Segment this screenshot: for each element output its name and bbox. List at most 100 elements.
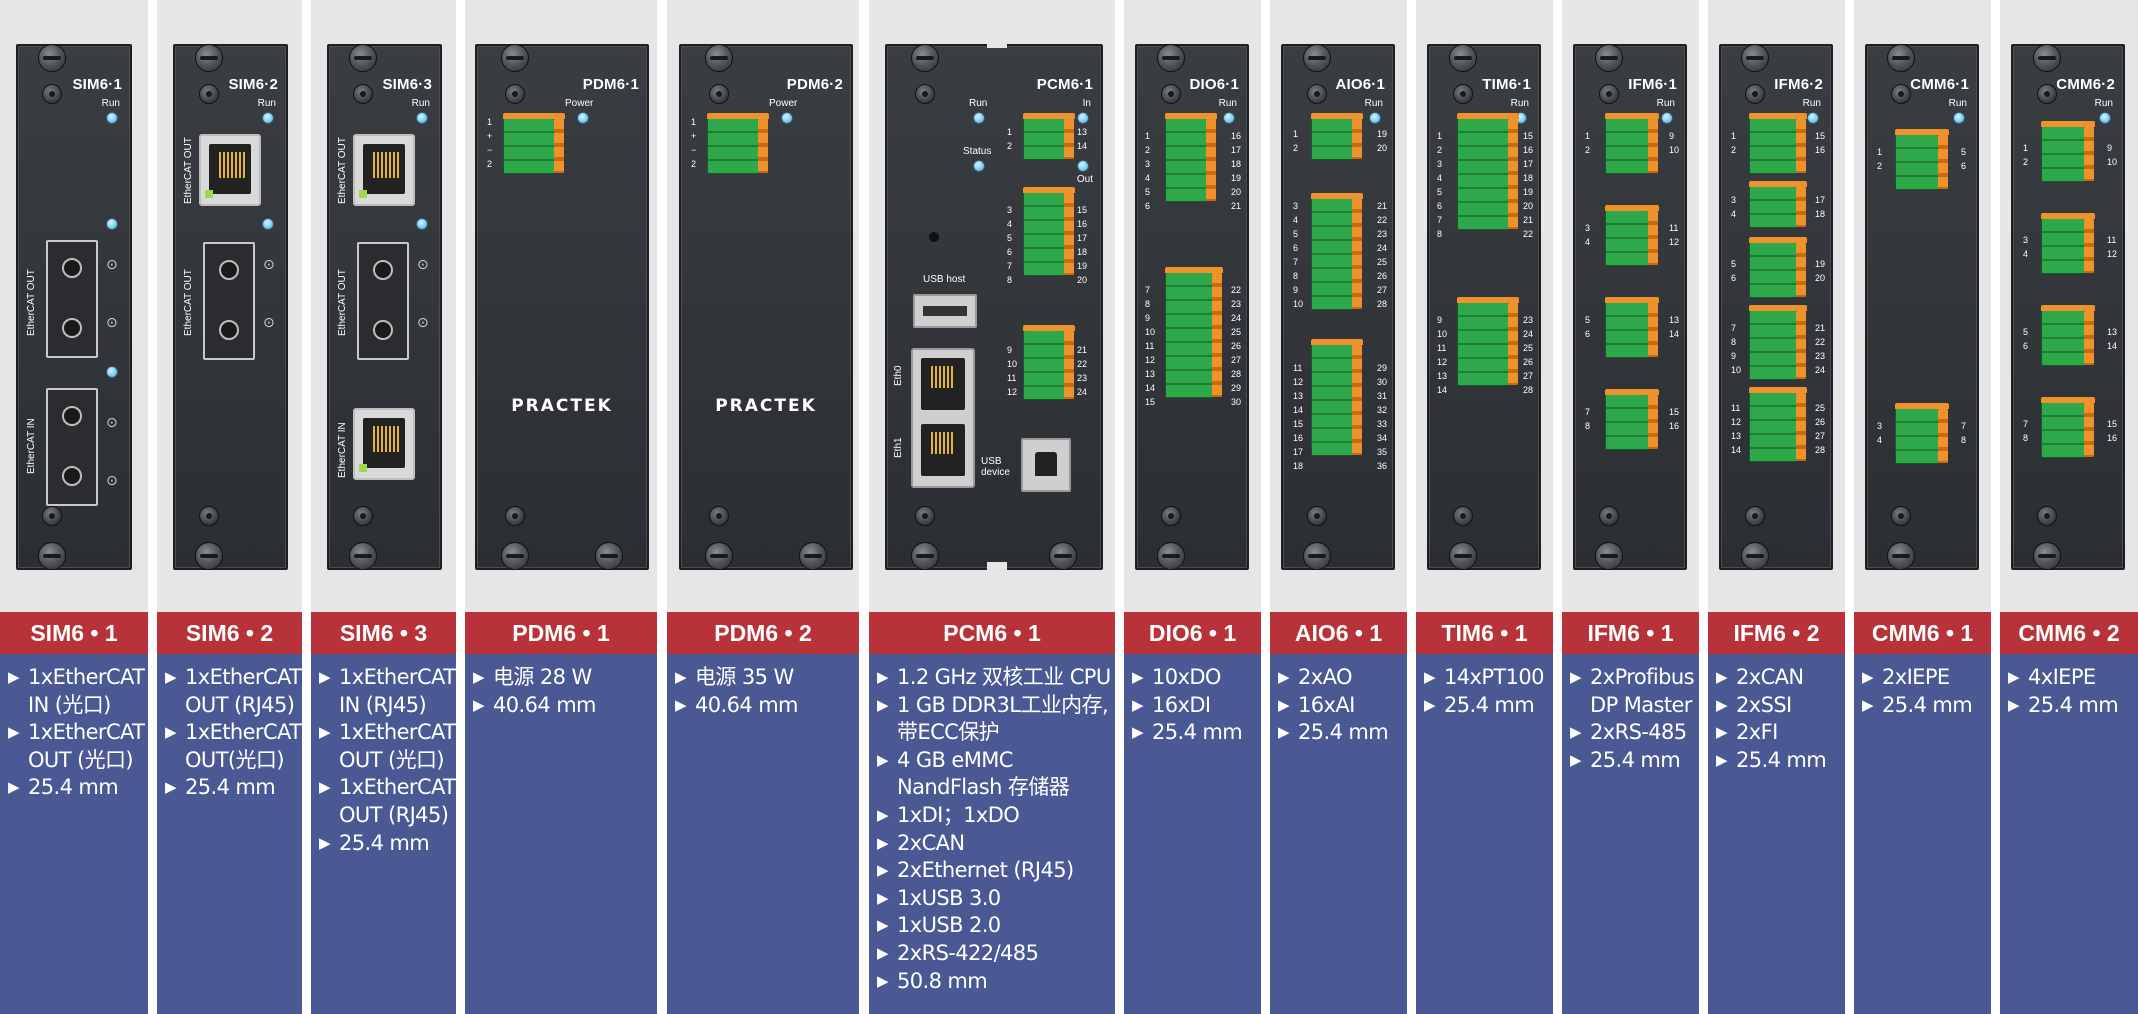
pin-label: 7 [1293, 257, 1299, 267]
rj45-port-icon [353, 134, 415, 206]
terminal-cap [1749, 237, 1807, 243]
module-spec-list: 电源 35 W40.64 mm [667, 654, 859, 1014]
run-led-icon [1223, 112, 1235, 124]
module-title: PDM6 • 1 [465, 612, 657, 654]
pin-label: 18 [1815, 209, 1826, 219]
pin-label: 1 [1585, 131, 1591, 141]
pin-label: 3 [1585, 223, 1591, 233]
pin-label: 26 [1523, 357, 1534, 367]
usb-device-port-icon[interactable] [1021, 438, 1071, 492]
power-pin-label: + [691, 131, 697, 141]
spec-item: 25.4 mm [165, 774, 302, 802]
pin-label: 32 [1377, 405, 1388, 415]
pin-label: 6 [1293, 243, 1299, 253]
nut-icon [1891, 506, 1911, 526]
screw-icon [911, 44, 939, 72]
pin-label: 9 [1293, 285, 1299, 295]
terminal-cap [1749, 387, 1807, 393]
pin-label: 6 [1961, 161, 1967, 171]
nut-icon [1307, 84, 1327, 104]
pin-label: 1 [1731, 131, 1737, 141]
fiber-hole [373, 320, 393, 340]
spec-item: 2xRS-485 [1570, 719, 1699, 747]
pin-label: 8 [1293, 271, 1299, 281]
power-pin-label: 2 [487, 159, 493, 169]
pin-label: 12 [1731, 417, 1742, 427]
status-led-icon [973, 160, 985, 172]
pin-label: 10 [1437, 329, 1448, 339]
spec-item: 40.64 mm [473, 692, 657, 720]
pin-label: 25 [1523, 343, 1534, 353]
pin-label: 16 [2107, 433, 2118, 443]
pin-label: 18 [1231, 159, 1242, 169]
pin-label: 4 [2023, 249, 2029, 259]
panel-title: AIO6·1 [1335, 76, 1385, 93]
terminal-cap [503, 113, 565, 119]
eth0-label: Eth0 [893, 365, 904, 386]
pin-label: 4 [1731, 209, 1737, 219]
usb-device-label: USB device [981, 456, 1010, 478]
panel-title: IFM6·2 [1774, 76, 1823, 93]
screw-icon [1741, 542, 1769, 570]
pin-label: 3 [2023, 235, 2029, 245]
screw-icon [1157, 44, 1185, 72]
pin-label: 12 [1145, 355, 1156, 365]
run-label: Run [1656, 98, 1675, 109]
power-pin-label: − [691, 145, 697, 155]
pin-label: 17 [1293, 447, 1304, 457]
module-spec-list: 1.2 GHz 双核工业 CPU1 GB DDR3L工业内存, 带ECC保护4 … [869, 654, 1115, 1014]
run-led-icon [973, 112, 985, 124]
power-pin-label: 2 [691, 159, 697, 169]
pin-label: 30 [1231, 397, 1242, 407]
spec-item: 1xEtherCAT OUT (光口) [319, 719, 456, 774]
module-title: IFM6 • 1 [1562, 612, 1699, 654]
fiber-hole [373, 260, 393, 280]
ethercat-out-label: EtherCAT OUT [337, 137, 348, 204]
nut-icon [1453, 506, 1473, 526]
module-spec-list: 1xEtherCAT IN (光口)1xEtherCAT OUT (光口)25.… [0, 654, 148, 1014]
ethernet-socket [921, 358, 965, 410]
terminal-block-icon [1749, 387, 1807, 462]
nut-icon [199, 84, 219, 104]
pin-label: 16 [1293, 433, 1304, 443]
ethernet-port-icon[interactable] [911, 348, 975, 488]
usb-host-port-icon[interactable] [913, 294, 977, 328]
module-title: SIM6 • 3 [311, 612, 456, 654]
fiber-port-icon [357, 242, 409, 360]
terminal-cap [1023, 187, 1075, 193]
pin-label: 10 [1669, 145, 1680, 155]
terminal-cap [1605, 205, 1659, 211]
pin-label: 20 [1077, 275, 1088, 285]
module-spec-list: 14xPT10025.4 mm [1416, 654, 1553, 1014]
pin-label: 13 [1437, 371, 1448, 381]
in-led-icon [1077, 112, 1089, 124]
pin-label: 11 [1731, 403, 1741, 413]
pin-label: 16 [1077, 219, 1088, 229]
pin-label: 2 [1585, 145, 1591, 155]
spec-item: 25.4 mm [1278, 719, 1407, 747]
spec-item: 2xCAN [1716, 664, 1845, 692]
pin-label: 23 [1523, 315, 1534, 325]
pin-label: 11 [1145, 341, 1155, 351]
spec-item: 2xCAN [877, 830, 1115, 858]
fiber-arrow-icon: ⊙ [417, 314, 429, 330]
pin-label: 20 [1231, 187, 1242, 197]
terminal-block-icon [1605, 205, 1659, 266]
pin-label: 15 [1077, 205, 1088, 215]
nut-icon [505, 506, 525, 526]
fiber-arrow-icon: ⊙ [106, 256, 118, 272]
spec-item: 14xPT100 [1424, 664, 1553, 692]
fiber-arrow-icon: ⊙ [106, 314, 118, 330]
pin-label: 25 [1231, 327, 1242, 337]
terminal-cap [1457, 297, 1519, 303]
pin-label: 8 [1585, 421, 1591, 431]
pin-label: 35 [1377, 447, 1388, 457]
pin-label: 16 [1815, 145, 1826, 155]
nut-icon [709, 84, 729, 104]
screw-icon [1595, 542, 1623, 570]
spec-item: 2xSSI [1716, 692, 1845, 720]
pin-label: 34 [1377, 433, 1388, 443]
pin-label: 1 [1293, 129, 1299, 139]
